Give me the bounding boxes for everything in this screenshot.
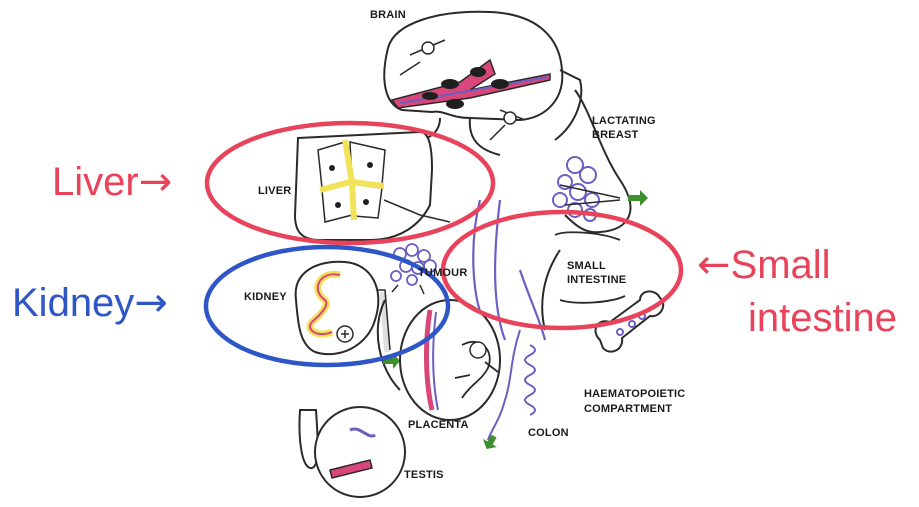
kidney-drawing	[296, 262, 390, 354]
kidney-callout-text: Kidney	[12, 281, 134, 325]
label-small-2: INTESTINE	[567, 274, 626, 286]
label-tumour: TUMOUR	[418, 267, 467, 279]
testis-drawing	[300, 407, 406, 497]
liver-callout-text: Liver	[52, 160, 139, 204]
label-liver: LIVER	[258, 185, 291, 197]
small-intestine-highlight-ellipse	[443, 212, 681, 328]
small-intestine-callout-2: intestine	[748, 298, 897, 338]
label-testis: TESTIS	[404, 469, 444, 481]
kidney-callout: Kidney→	[12, 283, 168, 323]
small-intestine-callout-arrow: ←	[697, 242, 731, 288]
liver-drawing	[295, 132, 450, 240]
label-brain: BRAIN	[370, 9, 406, 21]
label-haem-1: HAEMATOPOIETIC	[584, 388, 685, 400]
label-lactating-2: BREAST	[592, 129, 639, 141]
placenta-drawing	[400, 300, 500, 420]
label-haem-2: COMPARTMENT	[584, 403, 672, 415]
liver-callout: Liver→	[52, 162, 172, 202]
label-small-1: SMALL	[567, 260, 606, 272]
kidney-callout-arrow: →	[134, 280, 168, 326]
small-intestine-callout-line2: intestine	[748, 296, 897, 340]
small-intestine-callout-line1: Small	[731, 243, 831, 287]
label-colon: COLON	[528, 427, 569, 439]
liver-callout-arrow: →	[139, 159, 173, 205]
label-placenta: PLACENTA	[408, 419, 469, 431]
label-kidney: KIDNEY	[244, 291, 287, 303]
small-intestine-callout: ←Small	[697, 245, 831, 285]
brain-vessel	[392, 40, 550, 140]
label-lactating-1: LACTATING	[592, 115, 656, 127]
